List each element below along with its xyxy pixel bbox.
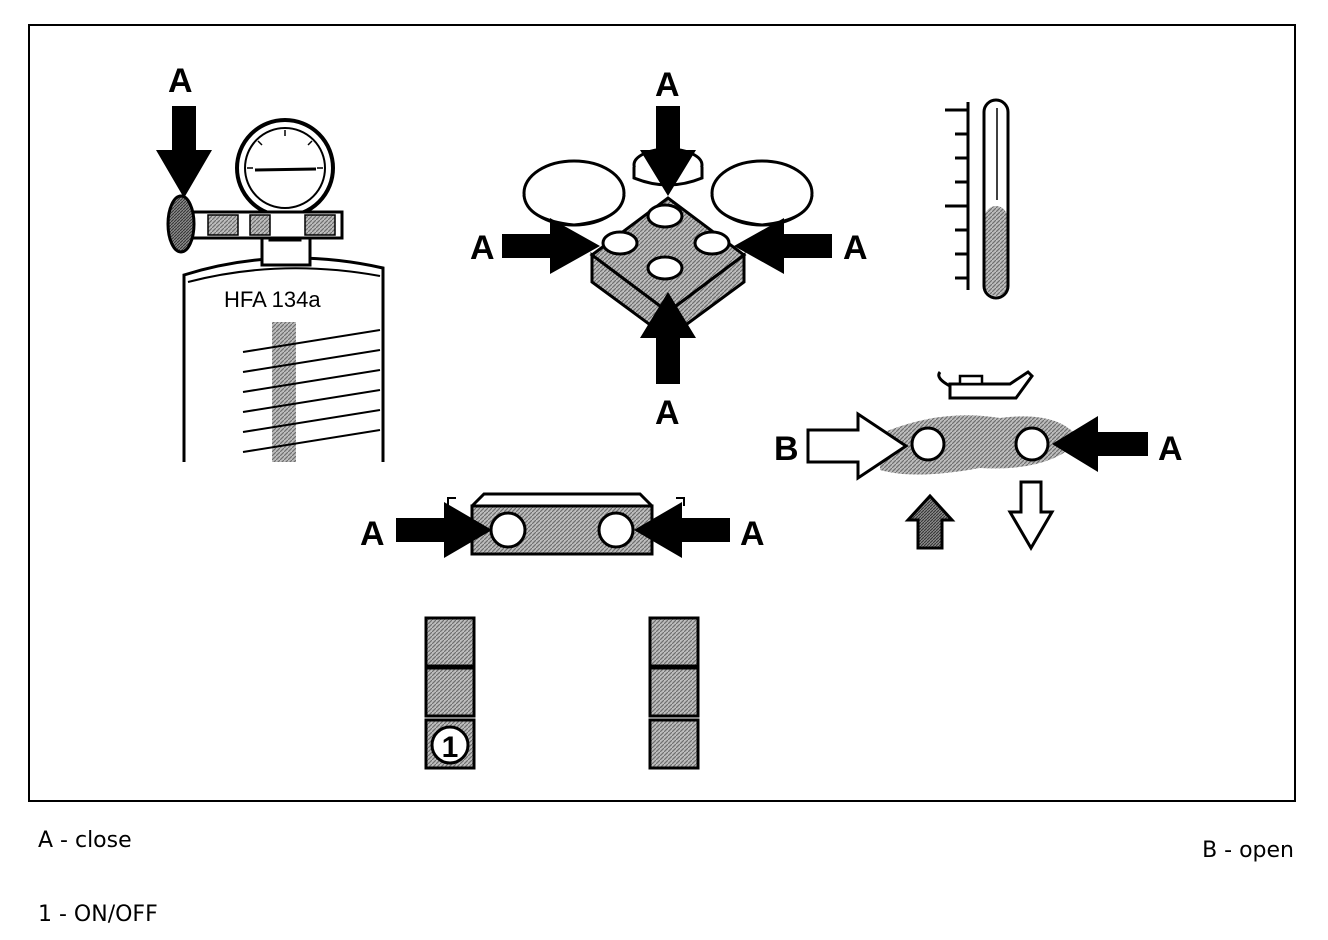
marker-b: B — [774, 430, 799, 468]
oil-can-icon — [937, 370, 1034, 400]
manifold-valve-icon — [522, 147, 814, 341]
cylinder-label: HFA 134a — [224, 287, 321, 312]
switch-number: 1 — [442, 731, 459, 764]
legend-open: B - open — [1202, 838, 1294, 863]
diagram-frame — [28, 24, 1296, 802]
legend-close: A - close — [38, 828, 132, 853]
legend-onoff: 1 - ON/OFF — [38, 902, 158, 927]
close-arrow-cylinder: A — [156, 62, 212, 198]
onoff-switch-button: 1 — [430, 725, 470, 765]
marker-a: A — [360, 515, 385, 553]
sight-tube-icon — [945, 98, 1010, 300]
marker-a: A — [740, 515, 765, 553]
marker-a: A — [655, 66, 680, 104]
marker-a: A — [168, 62, 193, 100]
refrigerant-cylinder-icon: HFA 134a — [182, 256, 385, 462]
close-arrows-manifold: A A A A — [470, 66, 868, 432]
marker-a: A — [1158, 430, 1183, 468]
pressure-gauge-icon — [166, 118, 344, 267]
marker-a: A — [470, 229, 495, 267]
oil-valve-assembly: B A — [774, 411, 1183, 551]
marker-a: A — [655, 394, 680, 432]
marker-a: A — [843, 229, 868, 267]
valve-bar-icon: A A — [360, 492, 765, 558]
